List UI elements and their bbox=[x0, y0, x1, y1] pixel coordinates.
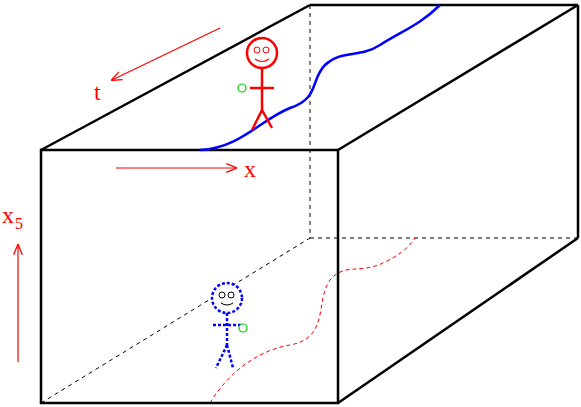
axis-label: t bbox=[94, 80, 101, 104]
shadow-figure bbox=[212, 283, 242, 368]
axis-subscript: 5 bbox=[15, 216, 23, 232]
ball bbox=[239, 324, 247, 332]
ball bbox=[238, 84, 246, 92]
worldline bbox=[200, 5, 440, 150]
axis-label: x bbox=[244, 157, 256, 181]
shadow-face bbox=[219, 292, 234, 305]
observer-figure bbox=[247, 38, 277, 130]
axis-label: x bbox=[2, 203, 14, 227]
axis-arrows bbox=[18, 28, 236, 362]
hidden-edges bbox=[41, 5, 578, 403]
box-edges bbox=[41, 5, 578, 403]
worldline-hidden bbox=[210, 238, 415, 403]
